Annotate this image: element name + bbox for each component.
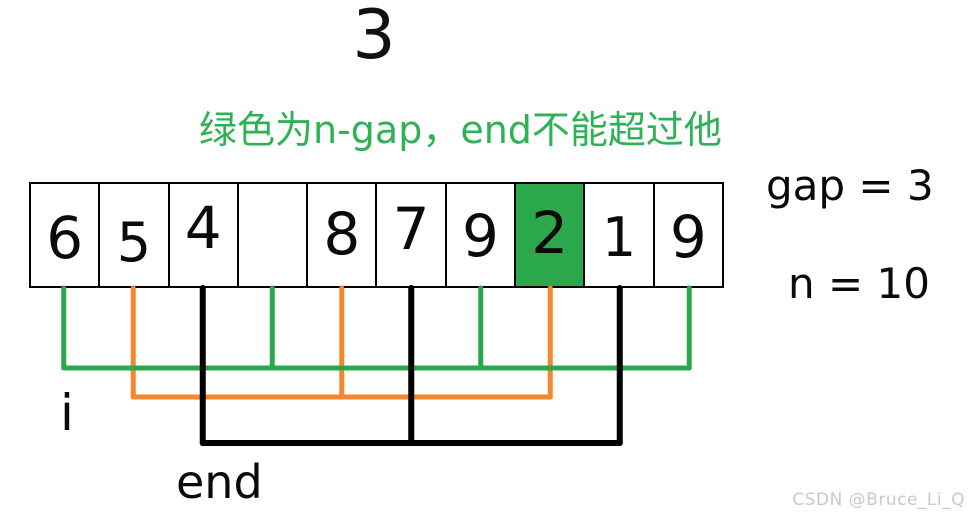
array-cell-5: 7 [377, 184, 447, 286]
cell-value: 7 [392, 195, 430, 263]
cell-value: 8 [323, 200, 361, 268]
cell-value: 5 [116, 210, 152, 274]
array-cell-6: 9 [447, 184, 517, 286]
array-cell-7: 2 [516, 184, 586, 286]
cell-value: 9 [461, 202, 499, 270]
n-value-label: n = 10 [788, 259, 930, 308]
array-cell-1: 5 [100, 184, 170, 286]
green-group-line [61, 285, 692, 371]
cell-value: 2 [531, 199, 569, 267]
array-cell-0: 6 [31, 184, 101, 286]
caption-text: 绿色为n-gap，end不能超过他 [199, 108, 722, 152]
page-title: 3 [352, 0, 396, 75]
array-cell-3 [239, 184, 309, 286]
orange-group-line [130, 285, 553, 400]
end-pointer-label: end [176, 455, 263, 509]
cell-value: 9 [669, 203, 707, 271]
cell-value: 6 [46, 204, 84, 272]
watermark: CSDN @Bruce_Li_Q [792, 490, 965, 510]
cell-value: 1 [601, 205, 637, 269]
i-pointer-label: i [60, 384, 74, 442]
array-cell-8: 1 [585, 184, 655, 286]
array-cell-2: 4 [170, 184, 239, 286]
array-cell-9: 9 [655, 184, 722, 286]
array-cell-4: 8 [308, 184, 378, 286]
black-group-line [199, 285, 623, 446]
cell-value: 4 [184, 194, 222, 262]
gap-value-label: gap = 3 [766, 161, 934, 210]
